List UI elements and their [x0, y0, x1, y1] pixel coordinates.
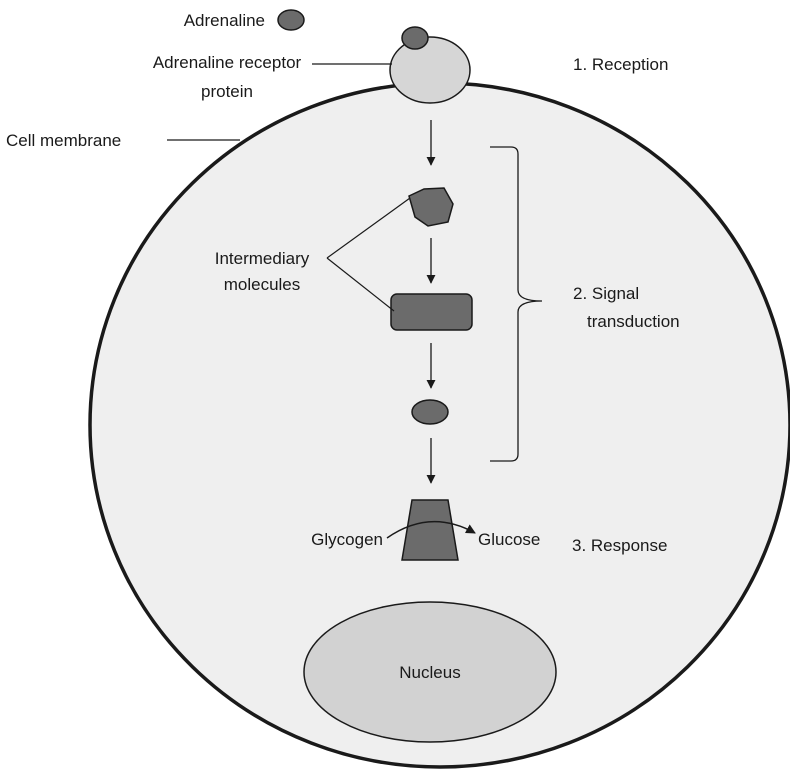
receptor-protein: [389, 36, 471, 104]
cell-membrane-label: Cell membrane: [6, 131, 121, 150]
glucose-label: Glucose: [478, 530, 540, 549]
adrenaline-molecule: [277, 9, 305, 31]
reception-label: 1. Reception: [573, 55, 668, 74]
intermediary-molecule-1: [408, 187, 454, 227]
receptor-label-line1: Adrenaline receptor: [153, 53, 302, 72]
glycogen-label: Glycogen: [311, 530, 383, 549]
intermediary-leader-line-upper: [326, 197, 411, 259]
intermediary-molecule-3: [411, 399, 449, 425]
bound-adrenaline-molecule: [401, 26, 429, 50]
intermediary-leader-line-lower: [326, 257, 395, 312]
intermediary-label-line1: Intermediary: [215, 249, 310, 268]
signal-transduction-label-line2: transduction: [587, 312, 680, 331]
enzyme-trapezoid: [401, 499, 459, 561]
receptor-label-line2: protein: [201, 82, 253, 101]
glycogen-to-glucose-arrow: [386, 521, 476, 539]
nucleus: [303, 601, 557, 743]
signal-transduction-label-line1: 2. Signal: [573, 284, 639, 303]
intermediary-molecule-2: [390, 293, 473, 331]
adrenaline-label: Adrenaline: [184, 11, 265, 30]
signal-transduction-bracket: [490, 146, 543, 462]
response-label: 3. Response: [572, 536, 667, 555]
intermediary-label-line2: molecules: [224, 275, 301, 294]
nucleus-label: Nucleus: [399, 663, 460, 682]
